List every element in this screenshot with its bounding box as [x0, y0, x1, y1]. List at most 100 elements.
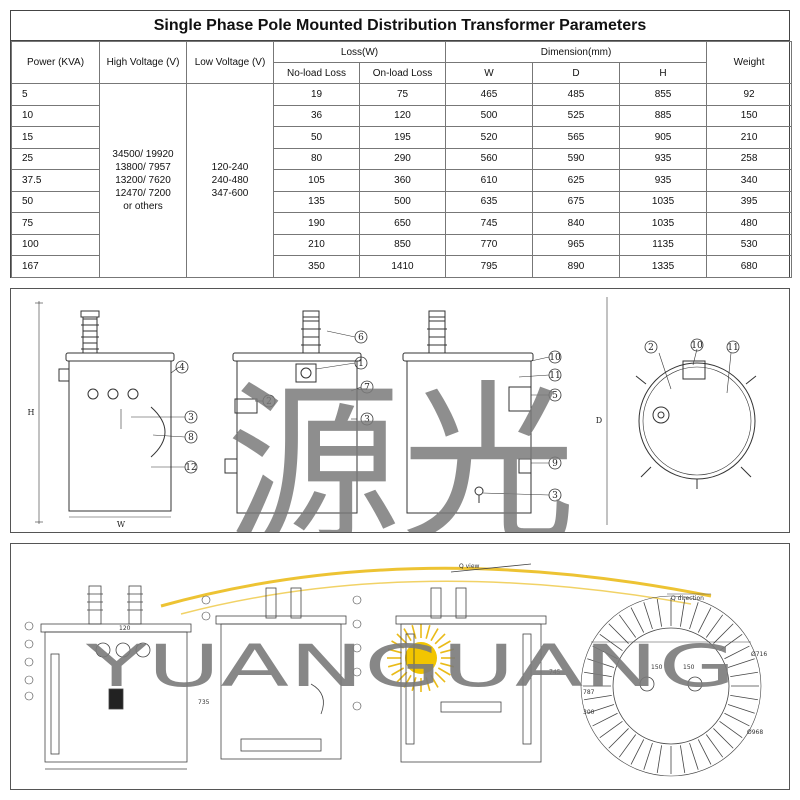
- cell-no_load: 36: [273, 104, 360, 127]
- header-low-voltage: Low Voltage (V): [186, 41, 274, 84]
- q-direction-label: Q direction: [671, 595, 704, 602]
- cell-d: 840: [532, 212, 621, 235]
- cell-weight: 150: [706, 104, 793, 127]
- front-view: [35, 301, 175, 524]
- cell-w: 560: [445, 147, 534, 170]
- callout-rear-5: 5: [552, 391, 558, 401]
- dim-968-label: Ø968: [747, 729, 763, 736]
- cell-h: 905: [619, 126, 708, 149]
- dim-300-label: 300: [583, 709, 595, 716]
- callout-front-4: 4: [179, 363, 185, 373]
- dim-745-label: 745: [549, 669, 561, 676]
- cell-d: 590: [532, 147, 621, 170]
- callout-top-2: 2: [648, 343, 654, 353]
- cell-weight: 680: [706, 255, 793, 278]
- cell-on_load: 1410: [358, 255, 447, 278]
- dim-120-label: 120: [119, 625, 131, 632]
- cell-w: 610: [445, 169, 534, 192]
- cell-weight: 92: [706, 83, 793, 106]
- high-voltage-line: 12470/ 7200: [115, 187, 171, 199]
- cell-w: 520: [445, 126, 534, 149]
- header-w: W: [445, 62, 534, 84]
- dim-787-label: 787: [583, 689, 595, 696]
- cell-no_load: 105: [273, 169, 360, 192]
- cell-power: 10: [11, 104, 100, 127]
- outline-drawing: 4 3 8 12 6 1 2 7 3 10 11 5 9 3 2 10 11 H…: [28, 297, 757, 533]
- header-loss: Loss(W): [272, 41, 447, 63]
- cell-power: 25: [11, 147, 100, 170]
- callout-rear-10: 10: [549, 353, 561, 363]
- cell-h: 935: [619, 147, 708, 170]
- cell-d: 890: [532, 255, 621, 278]
- cell-power: 167: [11, 255, 100, 278]
- cell-power: 75: [11, 212, 100, 235]
- callout-top-10: 10: [691, 341, 703, 351]
- cell-no_load: 350: [273, 255, 360, 278]
- cell-power: 100: [11, 233, 100, 256]
- callout-side-7: 7: [364, 383, 370, 393]
- watermark-english: YUANGUANG: [84, 632, 736, 700]
- detail-top-view: [580, 593, 762, 777]
- cell-on_load: 360: [358, 169, 447, 192]
- cell-power: 37.5: [11, 169, 100, 192]
- header-h: H: [619, 62, 708, 84]
- cell-d: 485: [532, 83, 621, 106]
- cell-no_load: 190: [273, 212, 360, 235]
- callout-side-2: 2: [266, 397, 272, 407]
- header-on-load: On-load Loss: [358, 62, 447, 84]
- rear-view: [402, 310, 534, 514]
- callout-front-8: 8: [188, 433, 194, 443]
- cell-no_load: 50: [273, 126, 360, 149]
- detail-front-view: [40, 585, 192, 770]
- cell-h: 1035: [619, 190, 708, 213]
- callout-side-1: 1: [358, 359, 364, 369]
- dim-150b-label: 150: [683, 664, 695, 671]
- header-dimension: Dimension(mm): [445, 41, 708, 63]
- cell-d: 565: [532, 126, 621, 149]
- cell-w: 635: [445, 190, 534, 213]
- header-no-load: No-load Loss: [273, 62, 360, 84]
- cell-d: 675: [532, 190, 621, 213]
- dim-d-label: D: [596, 416, 602, 425]
- cell-h: 1035: [619, 212, 708, 235]
- header-weight: Weight: [706, 41, 793, 84]
- callout-rear-9: 9: [552, 459, 558, 469]
- cell-w: 770: [445, 233, 534, 256]
- cell-on_load: 500: [358, 190, 447, 213]
- dim-735-label: 735: [198, 699, 210, 706]
- watermark-chinese: 源光: [226, 366, 576, 533]
- cell-w: 745: [445, 212, 534, 235]
- cell-d: 525: [532, 104, 621, 127]
- callout-side-6: 6: [358, 333, 364, 343]
- callout-front-3: 3: [188, 413, 194, 423]
- cell-power: 5: [11, 83, 100, 106]
- high-voltage-line: 34500/ 19920: [112, 148, 174, 160]
- dim-716-label: Ø716: [751, 651, 767, 658]
- cell-on_load: 195: [358, 126, 447, 149]
- q-view-label: Q view: [459, 563, 480, 570]
- detail-drawing: Q view Q direction 120 150 150 Ø716 Ø968…: [24, 563, 767, 777]
- dim-150a-label: 150: [651, 664, 663, 671]
- cell-on_load: 75: [358, 83, 447, 106]
- cell-w: 465: [445, 83, 534, 106]
- high-voltage-line: 13200/ 7620: [115, 174, 171, 186]
- side-view: [224, 310, 367, 514]
- cell-h: 1135: [619, 233, 708, 256]
- callout-rear-3: 3: [552, 491, 558, 501]
- cell-d: 625: [532, 169, 621, 192]
- low-voltage-line: 240-480: [211, 174, 249, 186]
- table-title: Single Phase Pole Mounted Distribution T…: [11, 11, 789, 41]
- header-d: D: [532, 62, 621, 84]
- header-high-voltage: High Voltage (V): [99, 41, 187, 84]
- cell-no_load: 135: [273, 190, 360, 213]
- cell-d: 965: [532, 233, 621, 256]
- dim-h-label: H: [28, 408, 35, 417]
- cell-weight: 210: [706, 126, 793, 149]
- cell-weight: 530: [706, 233, 793, 256]
- cell-weight: 480: [706, 212, 793, 235]
